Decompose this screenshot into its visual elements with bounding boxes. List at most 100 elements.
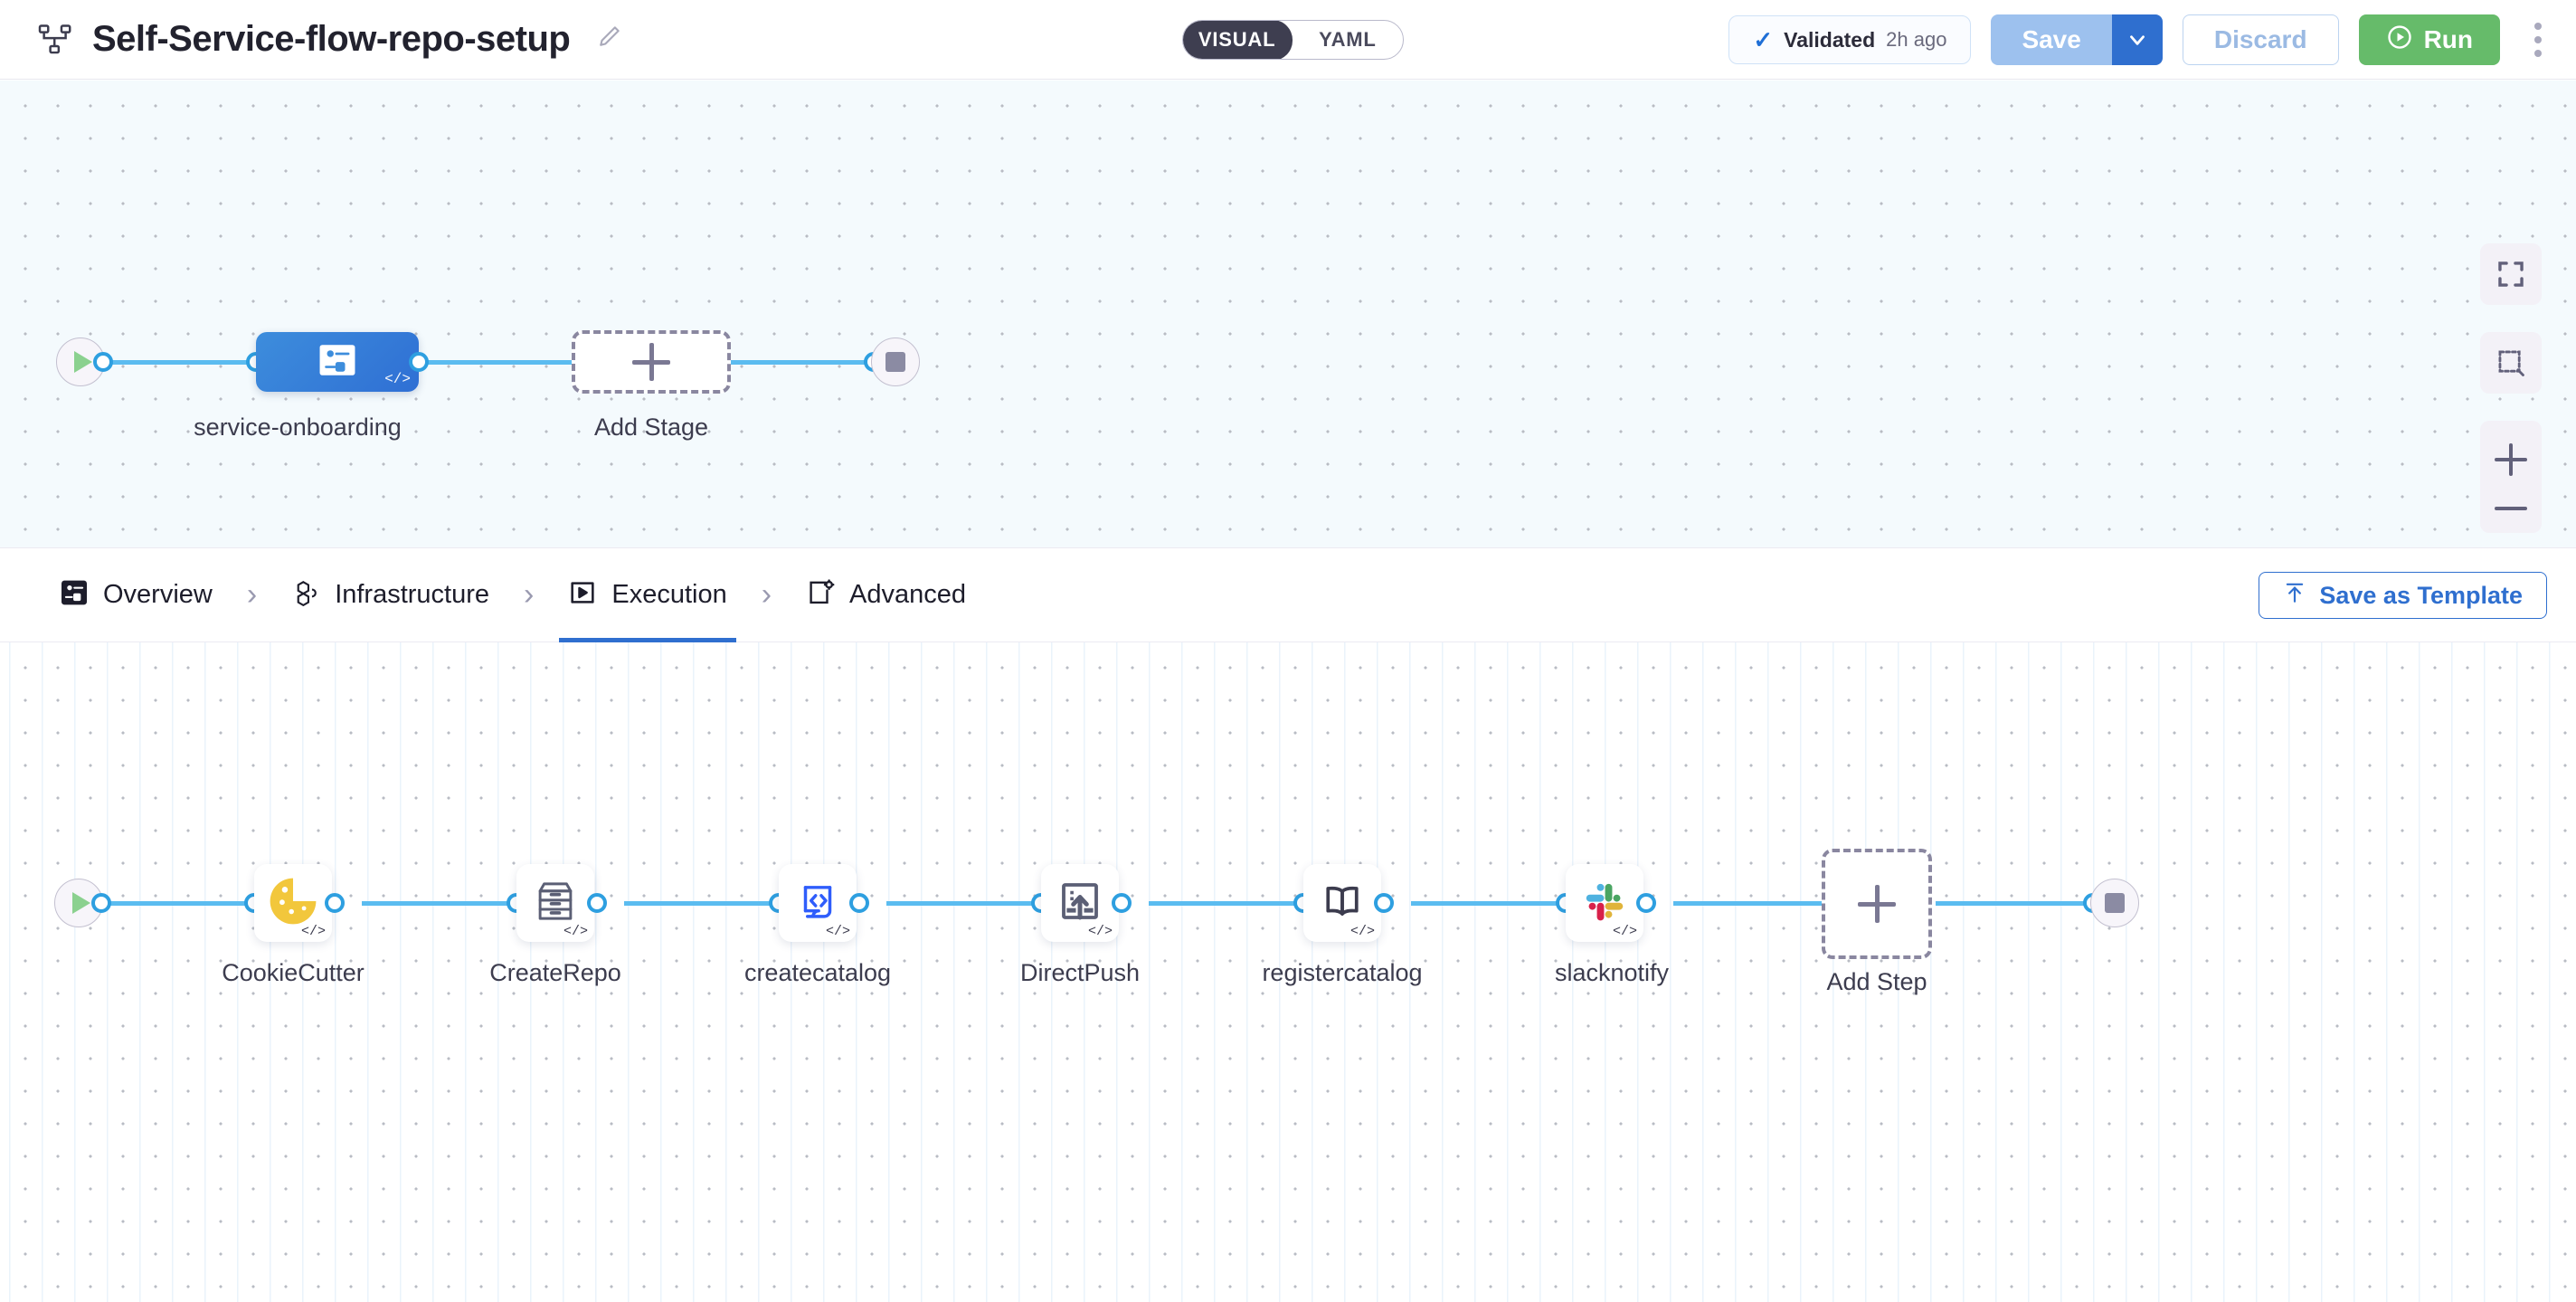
step-node-registercatalog[interactable]: </> xyxy=(1303,864,1381,942)
edge-0 xyxy=(90,901,262,906)
play-icon xyxy=(72,892,90,914)
fit-to-screen-button[interactable] xyxy=(2480,243,2542,305)
tab-advanced[interactable]: Advanced xyxy=(797,547,975,642)
archive-drawer-icon xyxy=(531,877,580,930)
chevron-right-icon: › xyxy=(246,577,258,612)
chevron-right-icon: › xyxy=(524,577,535,612)
add-stage-button[interactable] xyxy=(572,330,731,394)
header-actions: ✓ Validated 2h ago Save Discard xyxy=(1728,0,2556,80)
edge-2 xyxy=(624,901,805,906)
kebab-menu-icon[interactable] xyxy=(2520,23,2556,57)
execution-start-port[interactable] xyxy=(91,893,111,913)
step-node-createcatalog[interactable]: </> xyxy=(779,864,857,942)
canvas-zoom-controls xyxy=(2480,243,2542,533)
stage-canvas[interactable]: </> service-onboarding Add Stage xyxy=(0,81,2576,547)
push-upload-icon xyxy=(1056,877,1104,930)
edge-start-to-stage xyxy=(90,360,289,365)
validated-label: Validated xyxy=(1784,27,1876,52)
tab-execution[interactable]: Execution xyxy=(559,547,737,642)
pipeline-stage-icon xyxy=(317,342,358,383)
tab-infrastructure-label: Infrastructure xyxy=(335,580,490,609)
edge-4 xyxy=(1149,901,1330,906)
chevron-right-icon: › xyxy=(761,577,772,612)
edge-5 xyxy=(1411,901,1592,906)
step-node-directpush[interactable]: </> xyxy=(1041,864,1119,942)
stage-output-port[interactable] xyxy=(409,352,429,372)
step-node-slacknotify[interactable]: </> xyxy=(1566,864,1643,942)
step-directpush-output-port[interactable] xyxy=(1112,893,1132,913)
stage-node-service-onboarding[interactable]: </> xyxy=(256,332,419,392)
step-label-directpush: DirectPush xyxy=(1019,959,1141,986)
execution-canvas[interactable]: </> CookieCutter </ xyxy=(0,642,2576,1302)
app-header: Self-Service-flow-repo-setup VISUAL YAML… xyxy=(0,0,2576,80)
step-cookiecutter-output-port[interactable] xyxy=(325,893,345,913)
step-createrepo-output-port[interactable] xyxy=(587,893,607,913)
execution-icon xyxy=(568,579,597,611)
add-step-button[interactable] xyxy=(1822,849,1932,959)
fullscreen-icon xyxy=(2498,261,2524,287)
code-badge: </> xyxy=(300,924,326,939)
code-badge: </> xyxy=(563,924,588,939)
step-createcatalog-output-port[interactable] xyxy=(849,893,869,913)
edge-addstage-to-end xyxy=(724,360,895,365)
upload-icon xyxy=(2283,581,2306,611)
infrastructure-icon xyxy=(291,579,320,611)
view-toggle-yaml[interactable]: YAML xyxy=(1319,28,1377,51)
zoom-out-button[interactable] xyxy=(2495,507,2527,510)
save-button-group[interactable]: Save xyxy=(1991,14,2163,65)
stop-icon xyxy=(886,352,905,372)
pencil-icon[interactable] xyxy=(590,24,622,55)
run-button[interactable]: Run xyxy=(2358,14,2500,65)
pipeline-icon xyxy=(38,24,72,55)
step-label-cookiecutter: CookieCutter xyxy=(222,959,365,986)
stage-start-port[interactable] xyxy=(93,352,113,372)
stop-icon xyxy=(2105,893,2125,913)
tab-overview-label: Overview xyxy=(103,580,213,609)
play-circle-icon xyxy=(2386,24,2413,57)
code-badge: </> xyxy=(384,371,411,387)
step-label-createrepo: CreateRepo xyxy=(489,959,621,986)
open-book-icon xyxy=(1318,877,1367,930)
chevron-down-icon[interactable] xyxy=(2111,14,2163,65)
save-as-template-button[interactable]: Save as Template xyxy=(2259,572,2547,619)
view-toggle-visual[interactable]: VISUAL xyxy=(1183,21,1293,59)
step-registercatalog-output-port[interactable] xyxy=(1374,893,1394,913)
tab-infrastructure[interactable]: Infrastructure xyxy=(282,547,498,642)
save-button[interactable]: Save xyxy=(1991,14,2112,65)
advanced-icon xyxy=(806,579,835,611)
stage-end-node[interactable] xyxy=(871,337,920,386)
save-as-template-label: Save as Template xyxy=(2319,581,2523,609)
zoom-in-button[interactable] xyxy=(2495,443,2527,476)
selection-box-icon xyxy=(2498,350,2524,376)
tab-overview[interactable]: Overview xyxy=(51,547,222,642)
validated-time: 2h ago xyxy=(1886,28,1947,51)
step-node-createrepo[interactable]: </> xyxy=(516,864,594,942)
edge-3 xyxy=(886,901,1067,906)
add-step-label: Add Step xyxy=(1826,968,1927,995)
step-node-cookiecutter[interactable]: </> xyxy=(254,864,332,942)
status-badge: ✓ Validated 2h ago xyxy=(1728,15,1972,64)
slack-icon xyxy=(1580,877,1629,930)
zoom-in-out-group[interactable] xyxy=(2480,421,2542,533)
step-label-slacknotify: slacknotify xyxy=(1554,959,1670,986)
cookie-icon xyxy=(267,875,319,932)
page-title: Self-Service-flow-repo-setup xyxy=(92,19,571,59)
discard-button[interactable]: Discard xyxy=(2182,14,2339,65)
step-label-createcatalog: createcatalog xyxy=(743,959,892,986)
code-badge: </> xyxy=(1350,924,1375,939)
step-slacknotify-output-port[interactable] xyxy=(1636,893,1656,913)
edge-stage-to-addstage xyxy=(421,360,574,365)
add-stage-label: Add Stage xyxy=(593,413,709,441)
code-screen-icon xyxy=(793,877,842,930)
run-label: Run xyxy=(2423,25,2473,53)
view-mode-toggle[interactable]: VISUAL YAML xyxy=(1182,20,1404,60)
overview-icon xyxy=(60,579,89,611)
code-badge: </> xyxy=(1612,924,1637,939)
execution-end-node[interactable] xyxy=(2090,879,2139,927)
marquee-select-button[interactable] xyxy=(2480,332,2542,394)
code-badge: </> xyxy=(1087,924,1113,939)
step-label-registercatalog: registercatalog xyxy=(1262,959,1423,986)
code-badge: </> xyxy=(825,924,850,939)
header-left: Self-Service-flow-repo-setup xyxy=(0,19,622,60)
